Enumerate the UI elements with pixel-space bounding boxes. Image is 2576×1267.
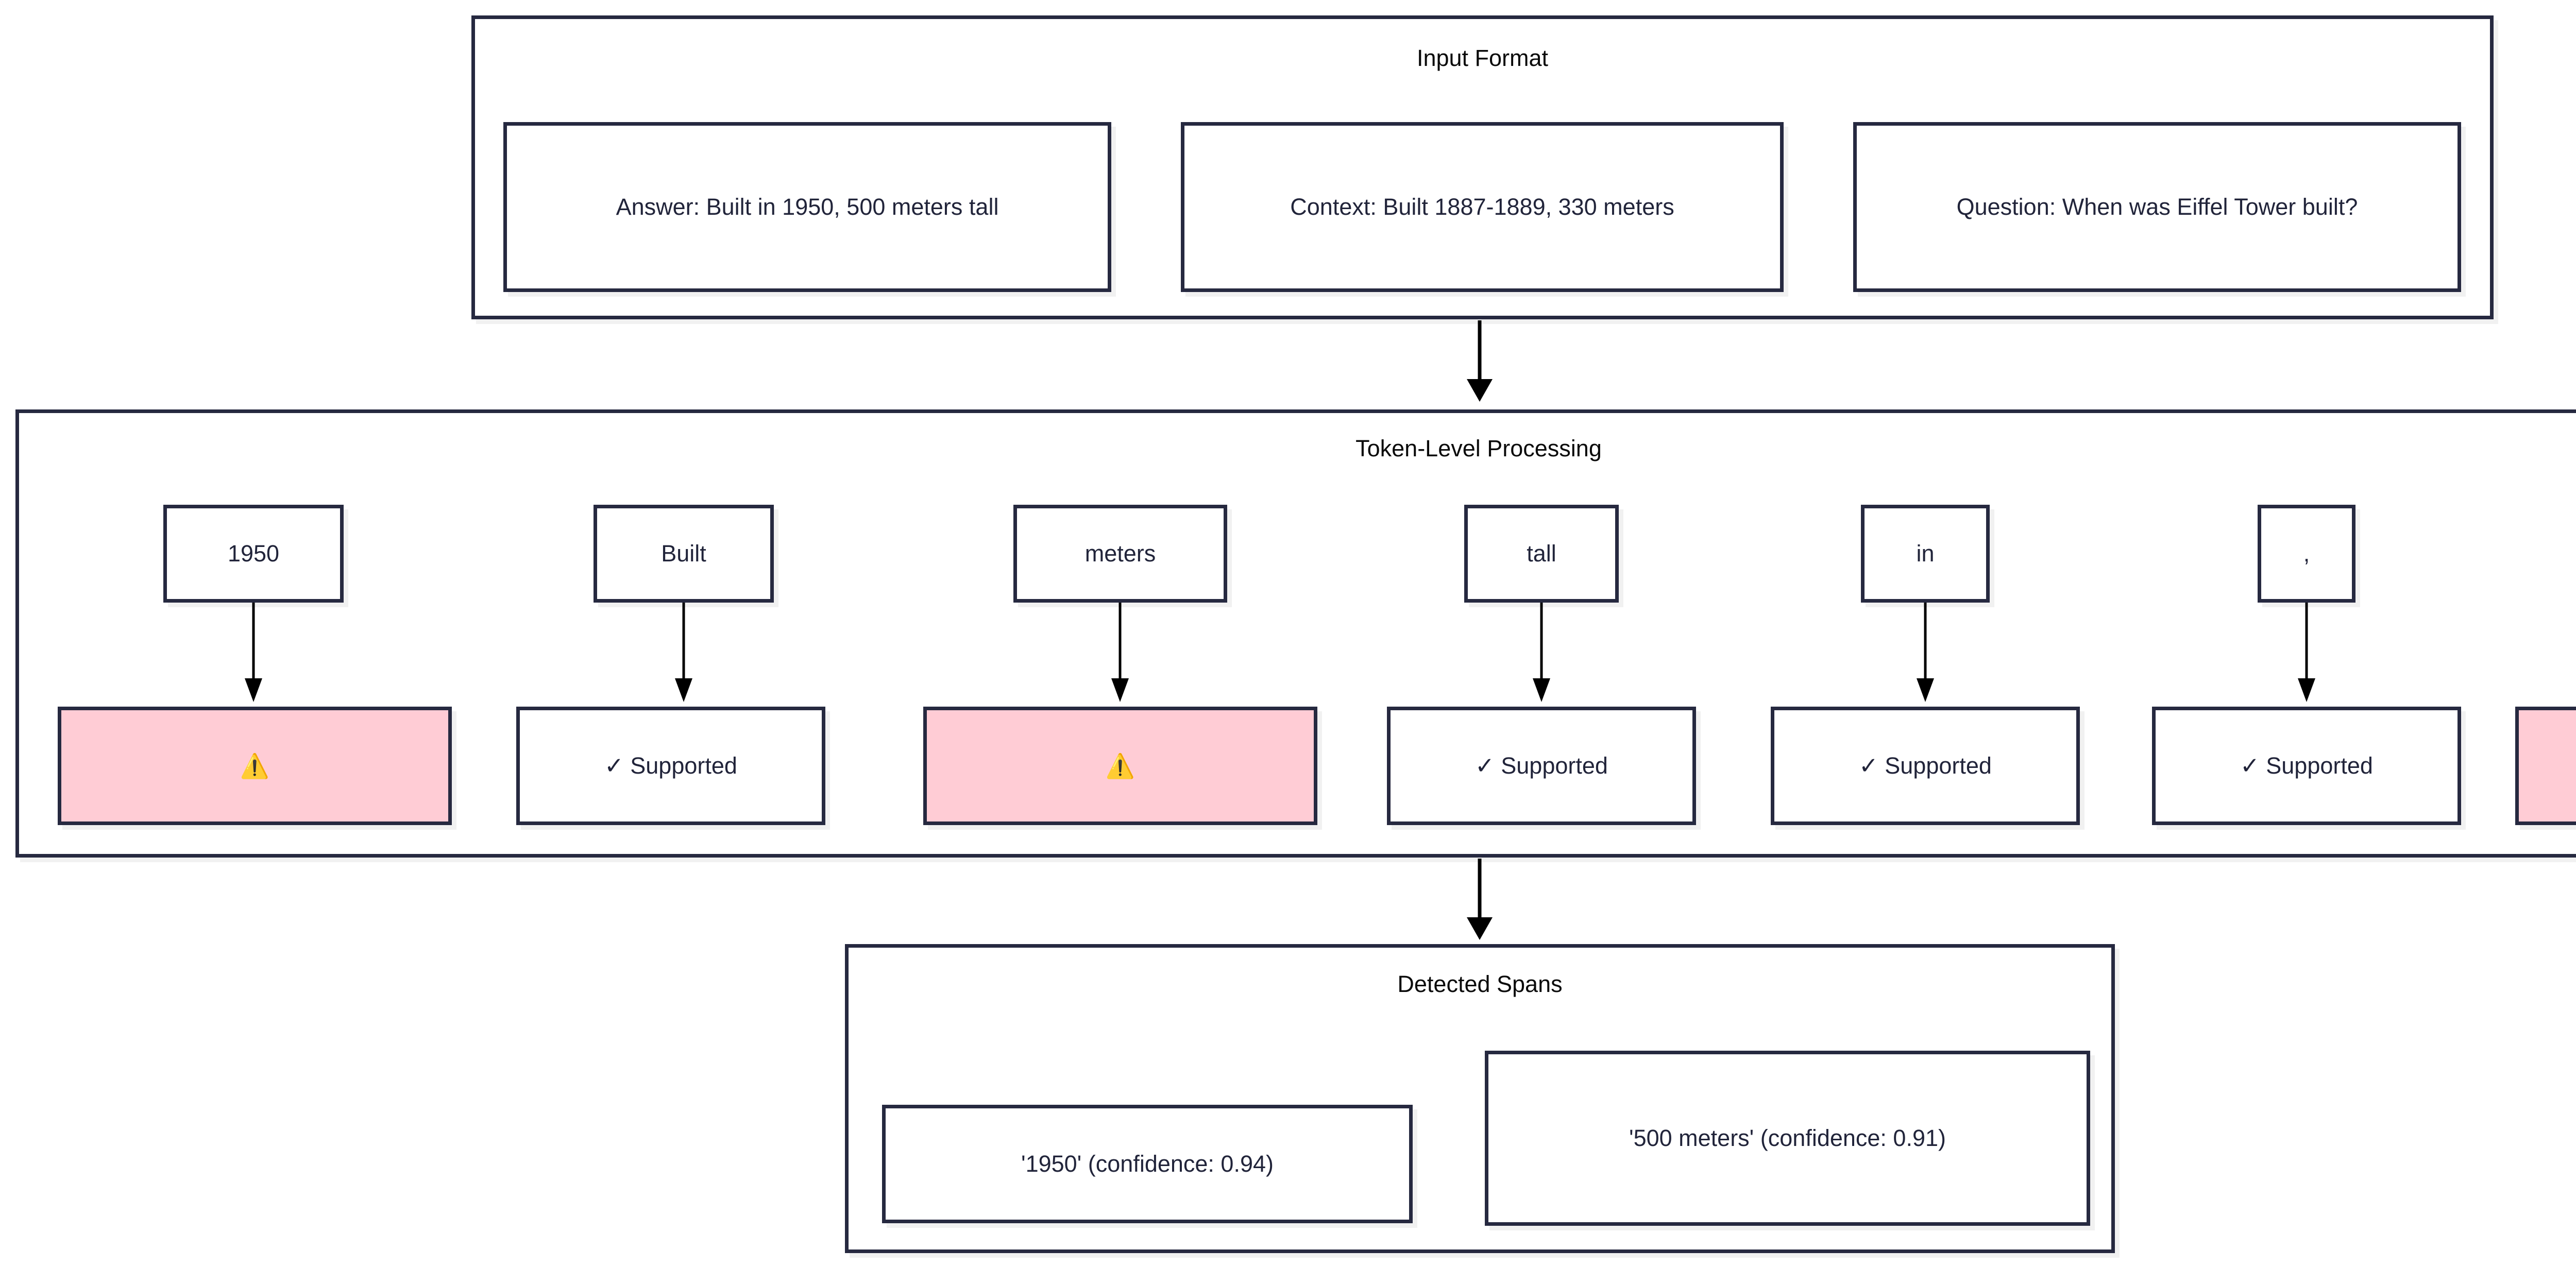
- token-status-built-label: ✓ Supported: [604, 752, 737, 779]
- token-processing-title: Token-Level Processing: [1355, 435, 1602, 461]
- connector-shaft: [252, 603, 255, 678]
- input-format-container: Input Format Answer: Built in 1950, 500 …: [471, 15, 2494, 319]
- token-status-built[interactable]: ✓ Supported: [516, 707, 825, 825]
- input-node-question-text: Question: When was Eiffel Tower built?: [1956, 194, 2358, 220]
- detected-span-1950-text: '1950' (confidence: 0.94): [1021, 1151, 1274, 1177]
- input-node-question[interactable]: Question: When was Eiffel Tower built?: [1853, 122, 2461, 292]
- connector-shaft: [1478, 320, 1482, 380]
- token-status-meters[interactable]: ⚠️: [923, 707, 1317, 825]
- connector-arrowhead: [675, 678, 692, 702]
- connector-arrowhead: [1917, 678, 1934, 702]
- token-chip-1950[interactable]: 1950: [163, 505, 344, 603]
- input-node-answer-text: Answer: Built in 1950, 500 meters tall: [616, 194, 999, 220]
- token-chip-in-label: in: [1916, 540, 1935, 567]
- token-status-in[interactable]: ✓ Supported: [1771, 707, 2080, 825]
- token-chip-comma-label: ,: [2303, 540, 2310, 567]
- connector-shaft: [682, 603, 685, 678]
- token-status-500[interactable]: ⚠️: [2515, 707, 2576, 825]
- input-node-context[interactable]: Context: Built 1887-1889, 330 meters: [1181, 122, 1784, 292]
- detected-span-500-meters-text: '500 meters' (confidence: 0.91): [1629, 1125, 1946, 1152]
- token-chip-in[interactable]: in: [1861, 505, 1990, 603]
- token-chip-built-label: Built: [661, 540, 706, 567]
- token-status-tall-label: ✓ Supported: [1475, 752, 1608, 779]
- warning-icon: ⚠️: [1105, 752, 1136, 779]
- token-chip-built[interactable]: Built: [594, 505, 774, 603]
- input-node-answer[interactable]: Answer: Built in 1950, 500 meters tall: [503, 122, 1111, 292]
- connector-shaft: [1540, 603, 1543, 678]
- connector-arrowhead: [2298, 678, 2315, 702]
- token-status-tall[interactable]: ✓ Supported: [1387, 707, 1696, 825]
- token-status-comma-label: ✓ Supported: [2240, 752, 2373, 779]
- input-format-title: Input Format: [1416, 45, 1549, 71]
- detected-spans-title: Detected Spans: [1397, 971, 1563, 997]
- token-chip-1950-label: 1950: [227, 540, 280, 567]
- token-chip-meters-label: meters: [1084, 540, 1156, 567]
- token-status-in-label: ✓ Supported: [1859, 752, 1992, 779]
- detected-span-1950[interactable]: '1950' (confidence: 0.94): [882, 1105, 1413, 1223]
- token-status-1950[interactable]: ⚠️: [58, 707, 452, 825]
- connector-shaft: [1118, 603, 1122, 678]
- detected-span-500-meters[interactable]: '500 meters' (confidence: 0.91): [1485, 1051, 2090, 1226]
- connector-shaft: [2305, 603, 2308, 678]
- token-status-comma[interactable]: ✓ Supported: [2152, 707, 2461, 825]
- token-chip-tall[interactable]: tall: [1464, 505, 1619, 603]
- token-processing-container: Token-Level Processing 1950 Built meters…: [15, 409, 2576, 858]
- token-chip-tall-label: tall: [1527, 540, 1556, 567]
- warning-icon: ⚠️: [240, 752, 270, 779]
- token-chip-meters[interactable]: meters: [1013, 505, 1227, 603]
- connector-arrowhead: [245, 678, 262, 702]
- token-chip-comma[interactable]: ,: [2258, 505, 2355, 603]
- connector-arrowhead: [1111, 678, 1129, 702]
- detected-spans-container: Detected Spans '1950' (confidence: 0.94)…: [845, 944, 2115, 1253]
- input-node-context-text: Context: Built 1887-1889, 330 meters: [1290, 194, 1674, 220]
- connector-shaft: [1478, 859, 1482, 918]
- connector-arrowhead: [1467, 917, 1493, 940]
- connector-shaft: [1924, 603, 1927, 678]
- connector-arrowhead: [1467, 379, 1493, 402]
- connector-arrowhead: [1533, 678, 1550, 702]
